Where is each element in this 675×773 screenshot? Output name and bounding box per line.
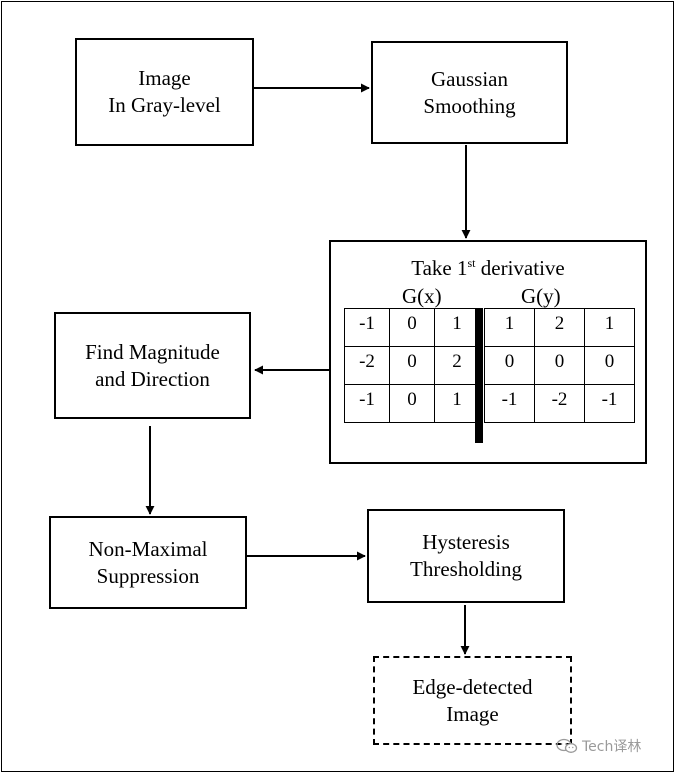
- gx-kernel-cell: -1: [344, 384, 390, 423]
- node-hysteresis-thresholding-line-1: Hysteresis: [422, 530, 510, 554]
- gx-kernel-cell: 1: [434, 384, 480, 423]
- gx-kernel-row: -1 0 1: [344, 308, 480, 347]
- gy-kernel-cell: 2: [534, 308, 585, 347]
- gy-kernel-cell: -1: [584, 384, 635, 423]
- gx-kernel-table: -1 0 1 -2 0 2 -1 0 1: [344, 308, 480, 423]
- gx-kernel-cell: 0: [389, 384, 435, 423]
- node-hysteresis-thresholding-line-2: Thresholding: [410, 557, 522, 581]
- watermark: Tech译林: [556, 736, 641, 756]
- node-gaussian-smoothing: Gaussian Smoothing: [371, 41, 568, 144]
- gx-kernel-row: -1 0 1: [344, 384, 480, 423]
- gy-kernel-row: -1 -2 -1: [484, 384, 635, 423]
- gx-kernel-cell: 0: [389, 308, 435, 347]
- watermark-text: Tech译林: [582, 739, 642, 755]
- node-edge-detected-image-line-1: Edge-detected: [412, 674, 533, 699]
- gx-label: G(x): [402, 284, 442, 308]
- node-edge-detected-image: Edge-detected Image: [373, 656, 572, 745]
- kernel-separator-bar: [475, 308, 483, 443]
- gy-kernel-cell: 0: [484, 346, 535, 385]
- gy-label: G(y): [521, 284, 561, 308]
- node-hysteresis-thresholding: Hysteresis Thresholding: [367, 509, 565, 603]
- node-gaussian-smoothing-line-2: Smoothing: [423, 93, 516, 118]
- gy-kernel-cell: -1: [484, 384, 535, 423]
- node-take-1st-derivative: Take 1st derivative G(x) G(y) -1 0 1 -2 …: [329, 240, 647, 464]
- derivative-title-suffix: derivative: [475, 256, 565, 280]
- gy-kernel-row: 1 2 1: [484, 308, 635, 347]
- node-non-maximal-suppression-line-2: Suppression: [96, 563, 200, 588]
- gx-kernel-cell: 2: [434, 346, 480, 385]
- gx-kernel-cell: 1: [434, 308, 480, 347]
- node-find-magnitude-direction-line-1: Find Magnitude: [85, 339, 220, 364]
- gy-kernel-row: 0 0 0: [484, 346, 635, 385]
- gy-kernel-cell: 0: [584, 346, 635, 385]
- wechat-icon: [556, 738, 578, 753]
- gy-kernel-table: 1 2 1 0 0 0 -1 -2 -1: [484, 308, 635, 423]
- gy-kernel-cell: 1: [484, 308, 535, 347]
- gy-kernel-cell: 0: [534, 346, 585, 385]
- gy-kernel-cell: 1: [584, 308, 635, 347]
- node-non-maximal-suppression: Non-Maximal Suppression: [49, 516, 247, 609]
- gx-kernel-row: -2 0 2: [344, 346, 480, 385]
- gx-kernel-cell: -1: [344, 308, 390, 347]
- node-non-maximal-suppression-line-1: Non-Maximal: [88, 536, 208, 561]
- node-image-gray-level-line-2: In Gray-level: [108, 93, 221, 117]
- node-image-gray-level-line-1: Image: [138, 66, 191, 90]
- gy-kernel-cell: -2: [534, 384, 585, 423]
- node-image-gray-level: Image In Gray-level: [75, 38, 254, 146]
- node-find-magnitude-direction-line-2: and Direction: [95, 366, 210, 391]
- node-gaussian-smoothing-line-1: Gaussian: [431, 66, 508, 91]
- derivative-title-prefix: Take 1: [411, 256, 468, 280]
- gx-kernel-cell: -2: [344, 346, 390, 385]
- node-find-magnitude-direction: Find Magnitude and Direction: [54, 312, 251, 419]
- gx-kernel-cell: 0: [389, 346, 435, 385]
- node-edge-detected-image-line-2: Image: [446, 701, 499, 726]
- derivative-title-superscript: st: [467, 256, 476, 270]
- derivative-title: Take 1st derivative: [331, 256, 645, 280]
